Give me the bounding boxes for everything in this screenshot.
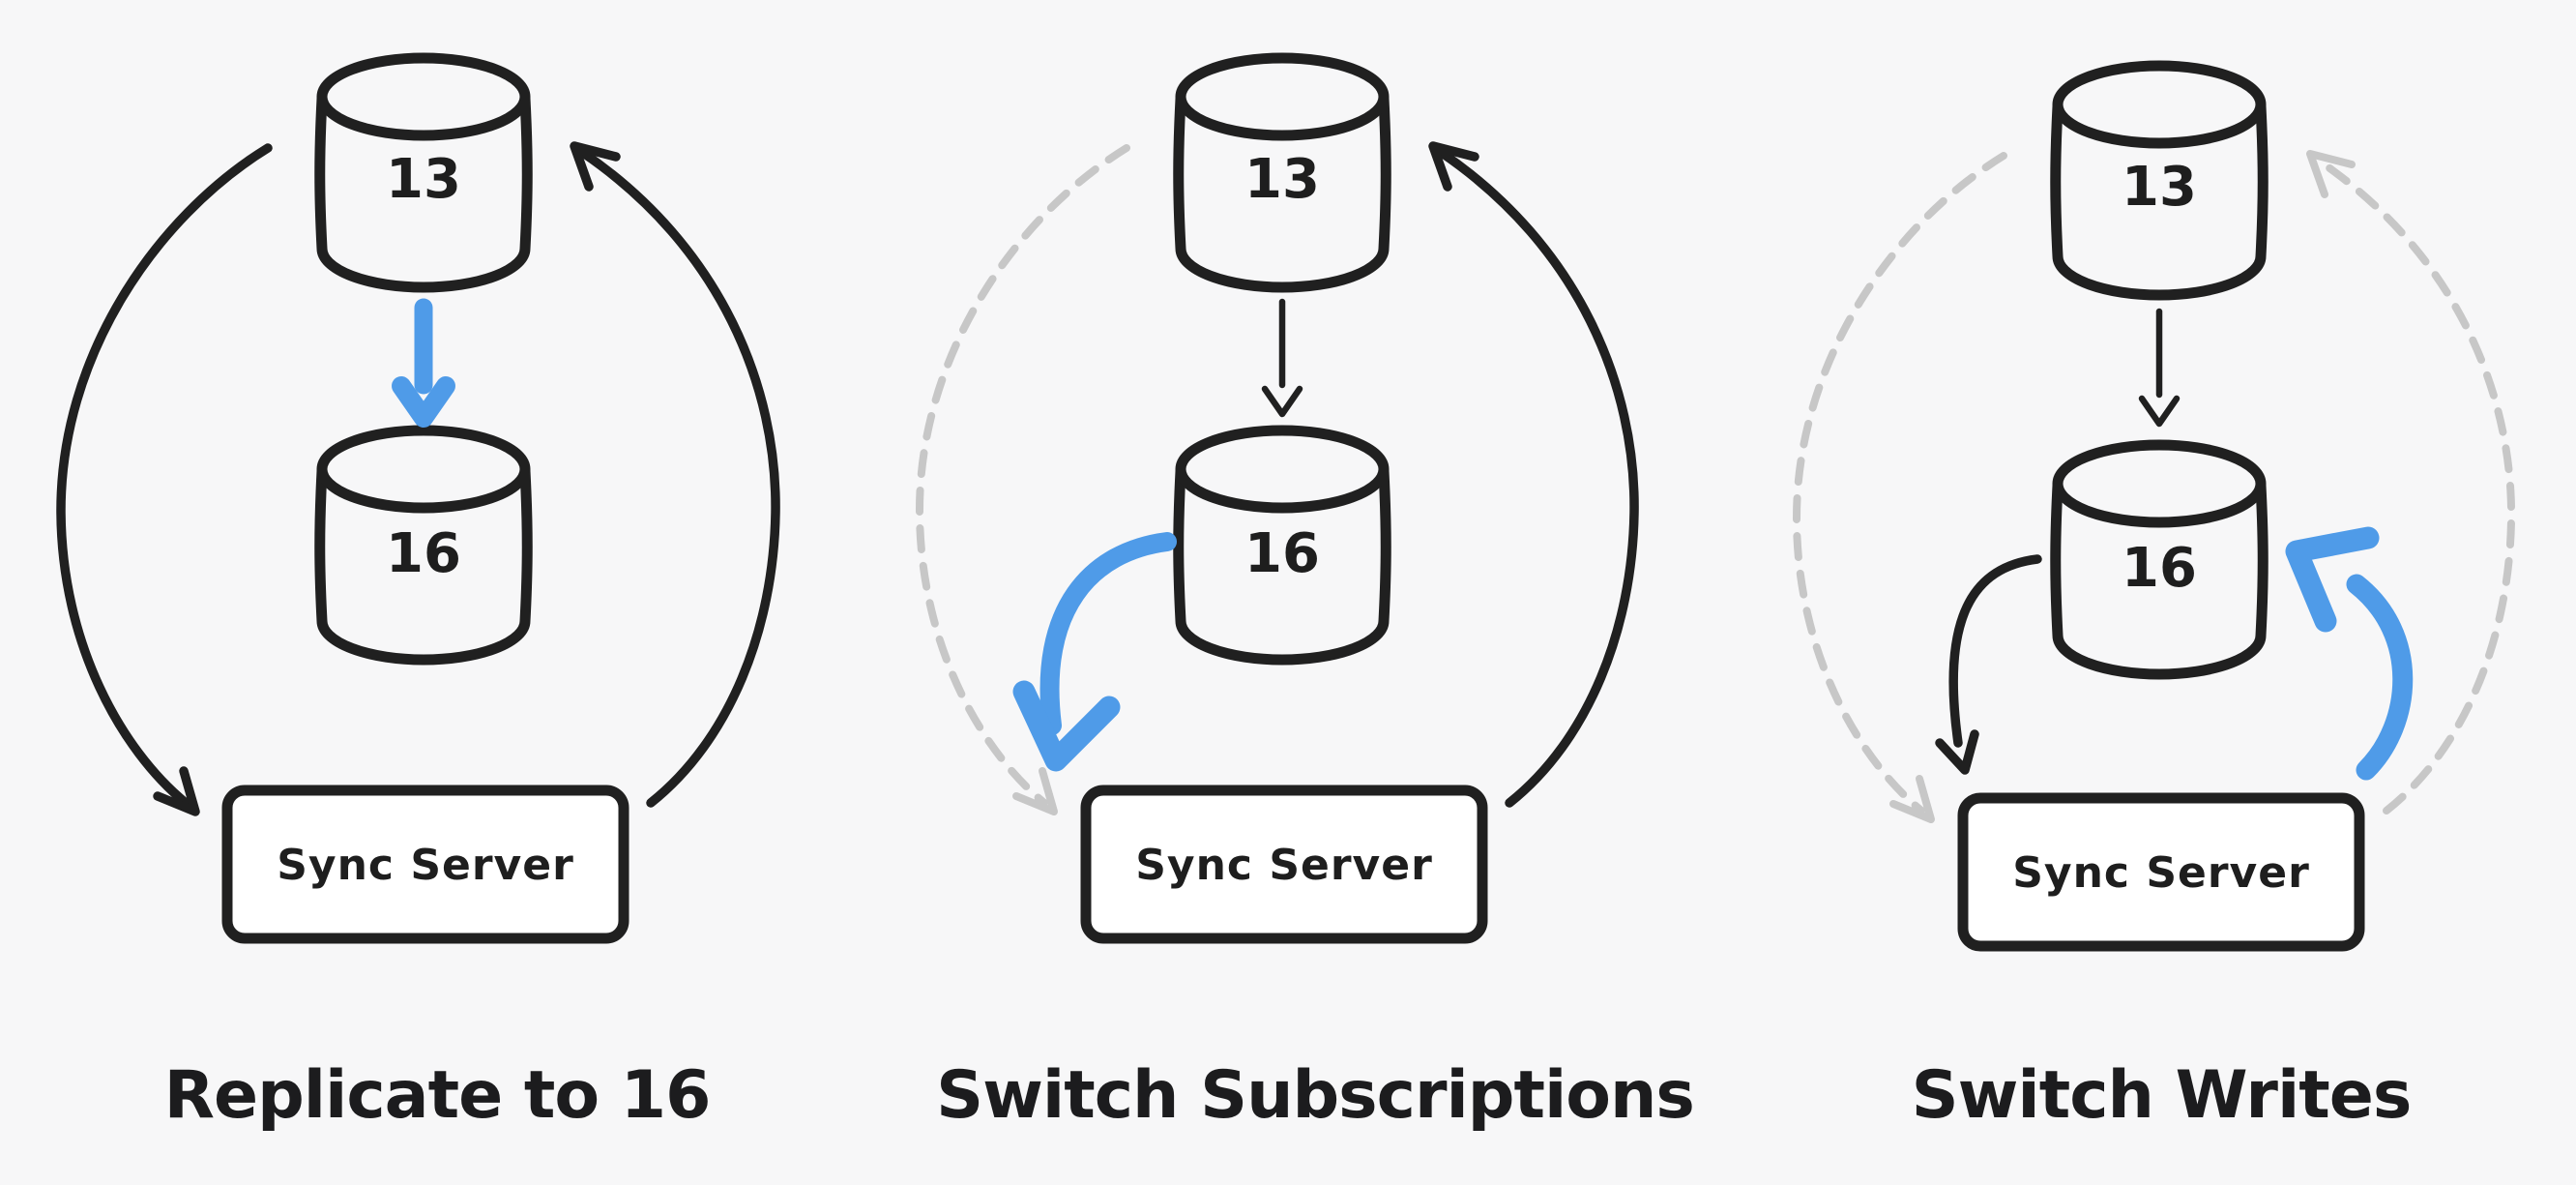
arrow-13-to-16	[1261, 298, 1303, 418]
panel-switch-subscriptions: 13 16 Sync Server Switch Subscriptions	[915, 58, 1695, 1134]
arrow-13-to-16	[2138, 308, 2181, 428]
database-13: 13	[2056, 66, 2264, 295]
panel-title: Replicate to 16	[164, 1057, 711, 1134]
database-16: 16	[1179, 430, 1387, 660]
database-13: 13	[320, 58, 528, 287]
sync-server-box: Sync Server	[1080, 785, 1488, 944]
arrow-13-to-server-inactive-arc	[915, 144, 1130, 815]
database-13: 13	[1179, 58, 1387, 287]
database-13-label: 13	[386, 148, 461, 211]
database-16-label: 16	[2122, 537, 2197, 600]
arrow-server-to-13-arc	[570, 141, 780, 808]
database-16-label: 16	[1244, 522, 1320, 585]
database-13-label: 13	[1244, 148, 1320, 211]
sync-server-box: Sync Server	[221, 785, 629, 944]
arrow-13-to-server-inactive-arc	[1792, 152, 2007, 823]
database-16: 16	[2056, 445, 2264, 674]
panel-replicate-to-16: 13 16 Sync Server Replicate to 16	[56, 58, 780, 1134]
arrow-server-to-13-inactive-arc	[2306, 150, 2516, 815]
arrow-server-to-13-arc	[1428, 141, 1639, 808]
panel-switch-writes: 13 16 Sync Server S	[1792, 66, 2516, 1134]
database-16-label: 16	[386, 522, 461, 585]
sync-server-label: Sync Server	[1135, 841, 1433, 890]
panel-title: Switch Writes	[1912, 1057, 2412, 1134]
arrow-replicate-13-to-16	[392, 298, 455, 428]
arrow-16-to-server	[1935, 554, 2042, 775]
database-13-label: 13	[2122, 156, 2197, 219]
database-16: 16	[320, 430, 528, 660]
sync-server-label: Sync Server	[277, 841, 574, 890]
sync-server-box: Sync Server	[1957, 792, 2365, 952]
arrow-switch-server-to-16	[2285, 526, 2414, 781]
arrow-13-to-server-arc	[56, 143, 273, 816]
sync-server-label: Sync Server	[2012, 848, 2310, 898]
arrow-switch-16-to-server	[1012, 532, 1177, 772]
panel-title: Switch Subscriptions	[936, 1057, 1694, 1134]
